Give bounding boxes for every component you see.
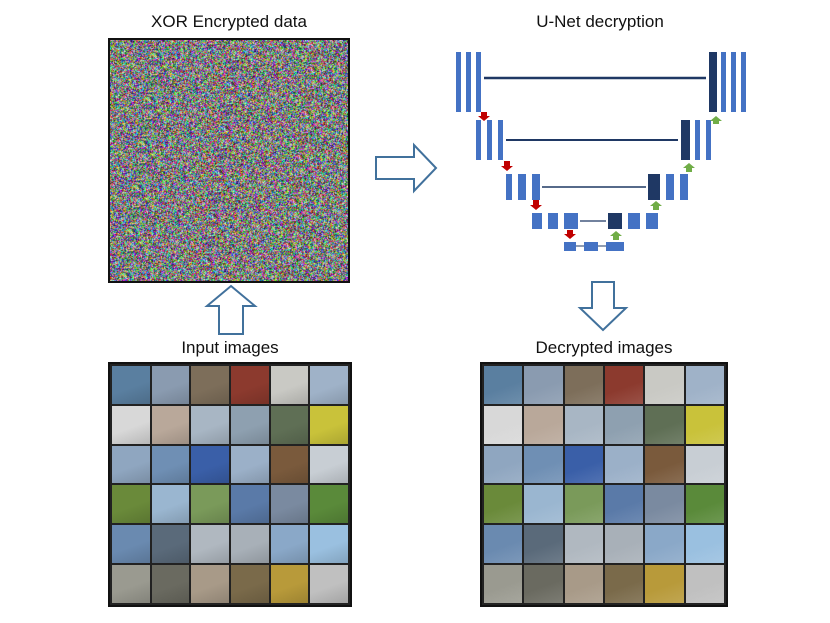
image-thumbnail (310, 565, 348, 603)
encrypted-noise-canvas (110, 40, 348, 281)
input-images-grid (108, 362, 352, 607)
unet-down-arrows (478, 112, 576, 239)
image-thumbnail (564, 366, 603, 404)
image-thumbnail (191, 565, 229, 603)
image-thumbnail (191, 445, 229, 484)
image-thumbnail (231, 485, 269, 524)
image-thumbnail (151, 405, 190, 444)
image-thumbnail (524, 405, 563, 444)
image-thumbnail (645, 525, 684, 564)
image-thumbnail (310, 405, 348, 444)
encrypted-noise-panel (108, 38, 350, 283)
image-thumbnail (685, 525, 724, 564)
image-thumbnail (645, 366, 684, 404)
decrypted-images-grid (480, 362, 728, 607)
unet-bottleneck (564, 242, 624, 251)
image-thumbnail (484, 405, 523, 444)
encrypted-title: XOR Encrypted data (151, 12, 307, 31)
image-thumbnail (484, 485, 523, 524)
image-thumbnail (231, 405, 269, 444)
image-thumbnail (270, 565, 309, 603)
image-thumbnail (112, 366, 150, 404)
image-thumbnail (112, 565, 150, 603)
input-images-title: Input images (181, 338, 279, 357)
image-thumbnail (191, 485, 229, 524)
image-thumbnail (231, 445, 269, 484)
image-thumbnail (270, 366, 309, 404)
image-thumbnail (231, 565, 269, 603)
image-thumbnail (524, 366, 563, 404)
decrypted-images-title: Decrypted images (535, 338, 673, 357)
image-thumbnail (685, 565, 724, 603)
unet-level-3 (506, 174, 688, 200)
image-thumbnail (191, 366, 229, 404)
image-thumbnail (564, 445, 603, 484)
image-thumbnail (484, 366, 523, 404)
image-thumbnail (310, 525, 348, 564)
image-thumbnail (151, 565, 190, 603)
unet-title: U-Net decryption (536, 12, 664, 31)
image-thumbnail (191, 405, 229, 444)
image-thumbnail (604, 525, 644, 564)
unet-level-2 (476, 120, 711, 160)
image-thumbnail (685, 366, 724, 404)
image-thumbnail (112, 405, 150, 444)
image-thumbnail (231, 525, 269, 564)
unet-level-4 (532, 213, 658, 229)
image-thumbnail (604, 366, 644, 404)
image-thumbnail (270, 445, 309, 484)
image-thumbnail (645, 565, 684, 603)
image-thumbnail (270, 485, 309, 524)
image-thumbnail (484, 565, 523, 603)
image-thumbnail (604, 565, 644, 603)
image-thumbnail (524, 525, 563, 564)
image-thumbnail (685, 485, 724, 524)
image-thumbnail (685, 405, 724, 444)
image-thumbnail (151, 485, 190, 524)
image-thumbnail (191, 525, 229, 564)
image-thumbnail (112, 485, 150, 524)
image-thumbnail (112, 525, 150, 564)
image-thumbnail (310, 485, 348, 524)
image-thumbnail (564, 485, 603, 524)
image-thumbnail (310, 366, 348, 404)
image-thumbnail (645, 445, 684, 484)
unet-diagram (456, 52, 746, 251)
image-thumbnail (645, 485, 684, 524)
image-thumbnail (685, 445, 724, 484)
down-arrow-icon (577, 281, 629, 332)
image-thumbnail (524, 445, 563, 484)
image-thumbnail (112, 445, 150, 484)
image-thumbnail (564, 565, 603, 603)
image-thumbnail (524, 485, 563, 524)
unet-level-1 (456, 52, 746, 112)
right-arrow-icon (375, 142, 438, 194)
image-thumbnail (151, 445, 190, 484)
image-thumbnail (270, 525, 309, 564)
up-arrow-icon (204, 284, 258, 335)
image-thumbnail (604, 405, 644, 444)
image-thumbnail (484, 525, 523, 564)
image-thumbnail (564, 405, 603, 444)
image-thumbnail (484, 445, 523, 484)
image-thumbnail (310, 445, 348, 484)
image-thumbnail (524, 565, 563, 603)
image-thumbnail (270, 405, 309, 444)
image-thumbnail (645, 405, 684, 444)
image-thumbnail (151, 525, 190, 564)
image-thumbnail (231, 366, 269, 404)
image-thumbnail (564, 525, 603, 564)
image-thumbnail (604, 485, 644, 524)
unet-up-arrows (610, 116, 722, 240)
image-thumbnail (151, 366, 190, 404)
image-thumbnail (604, 445, 644, 484)
